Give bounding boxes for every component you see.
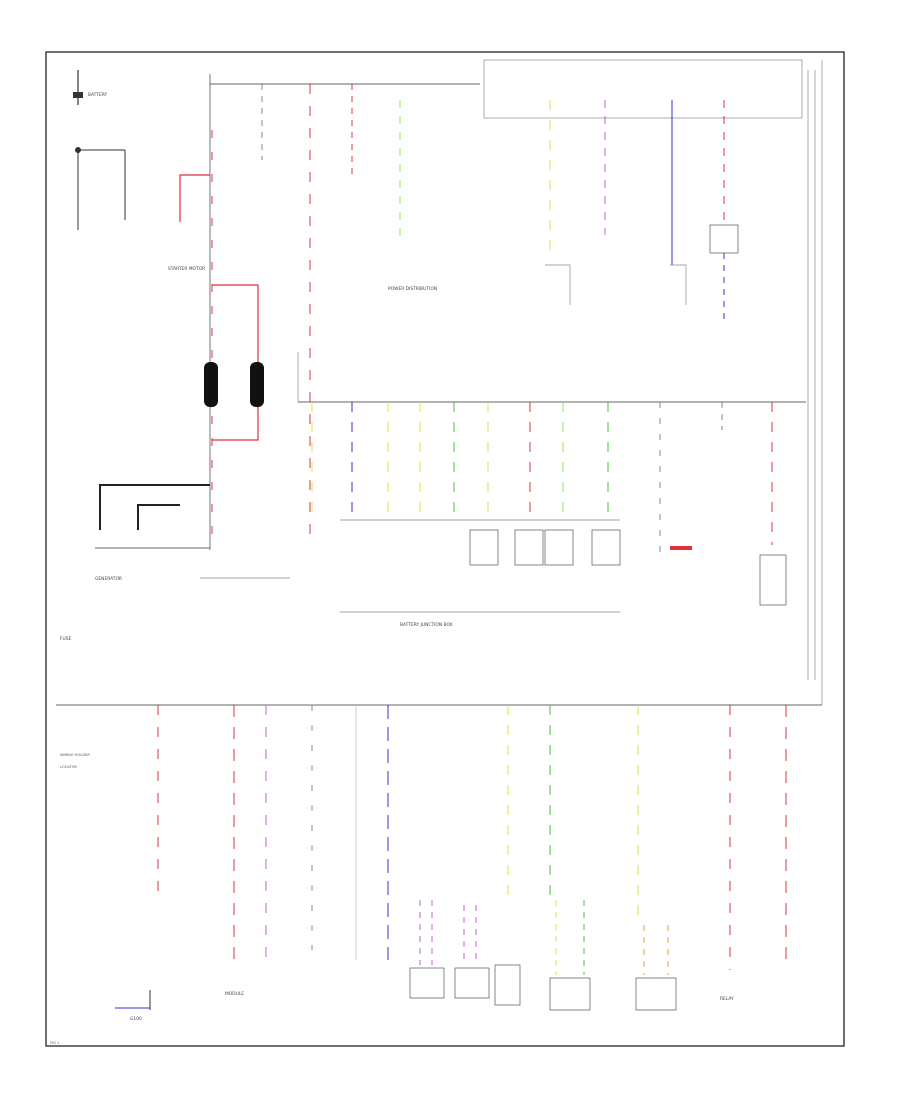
bjb-modules xyxy=(469,529,787,606)
relay-icon xyxy=(709,224,739,254)
ground-label: G100 xyxy=(130,1016,142,1022)
pdc-label: POWER DISTRIBUTION xyxy=(388,286,437,292)
legend-locator: LOCATOR xyxy=(60,765,77,769)
relay-label: RELAY xyxy=(720,996,734,1002)
fusible-link-2 xyxy=(250,362,264,407)
fuse-label: FUSE xyxy=(60,636,72,642)
diagram-frame xyxy=(45,51,845,1047)
fusible-link-1 xyxy=(204,362,218,407)
module-label: MODULE xyxy=(225,991,244,997)
starter-label: STARTER MOTOR xyxy=(168,266,205,272)
battery-label: BATTERY xyxy=(88,92,108,98)
bjb-label: BATTERY JUNCTION BOX xyxy=(400,622,453,628)
battery-icon xyxy=(73,70,126,230)
generator-label: GENERATOR xyxy=(95,576,122,582)
ground-icon xyxy=(115,990,151,1010)
figure-corner-label: FIG 1 xyxy=(50,1041,59,1045)
bottom-modules xyxy=(409,964,677,1011)
legend-hot: WIRING HOLDER xyxy=(60,753,90,757)
